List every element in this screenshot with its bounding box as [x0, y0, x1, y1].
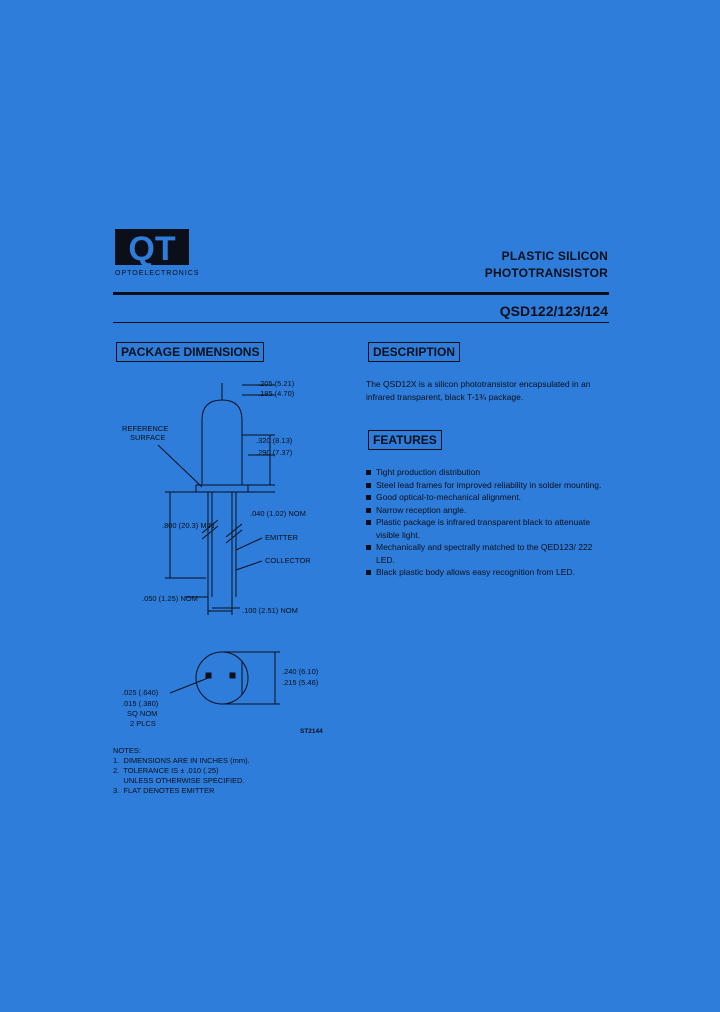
feature-item: Steel lead frames for improved reliabili… [366, 479, 606, 492]
description-heading: DESCRIPTION [368, 342, 461, 362]
feature-item: Good optical-to-mechanical alignment. [366, 491, 606, 504]
dim-185: .185 (4.70) [258, 389, 295, 398]
drawing-ref-code: ST2144 [300, 728, 323, 735]
dim-320: .320 (8.13) [256, 436, 293, 445]
part-rule [113, 322, 609, 323]
note-item: UNLESS OTHERWISE SPECIFIED. [113, 776, 245, 785]
emitter-label: EMITTER [265, 533, 298, 542]
feature-item: Black plastic body allows easy recogniti… [366, 566, 606, 579]
feature-item: Tight production distribution [366, 466, 606, 479]
dim-800: .800 (20.3) MIN [162, 521, 214, 530]
reference-surface-label-2: SURFACE [130, 433, 165, 442]
title-line2: PHOTOTRANSISTOR [484, 266, 608, 280]
notes-block: NOTES: 1. DIMENSIONS ARE IN INCHES (mm).… [113, 746, 250, 796]
led-flange [195, 484, 249, 493]
bottom-view-outline [195, 651, 249, 705]
package-drawing: .205 (5.21) .185 (4.70) .320 (8.13) .290… [122, 379, 323, 735]
dim-100: .100 (2.51) NOM [242, 606, 298, 615]
note-item: 1. DIMENSIONS ARE IN INCHES (mm). [113, 756, 250, 765]
notes-heading: NOTES: [113, 746, 141, 755]
feature-item: Plastic package is infrared transparent … [366, 516, 606, 541]
header-rule [113, 292, 609, 295]
reference-surface-label-1: REFERENCE [122, 424, 168, 433]
dim-240: .240 (6.10) [282, 667, 319, 676]
dim-015: .015 (.380) [122, 699, 159, 708]
dim-050: .050 (1.25) NOM [142, 594, 198, 603]
logo-subtitle: OPTOELECTRONICS [115, 270, 200, 277]
logo-letters: QT [128, 230, 175, 268]
note-item: 2. TOLERANCE IS ± .010 (.25) [113, 766, 219, 775]
features-list: Tight production distribution Steel lead… [366, 466, 606, 579]
dim-205: .205 (5.21) [258, 379, 295, 388]
features-heading: FEATURES [368, 430, 442, 450]
feature-item: Narrow reception angle. [366, 504, 606, 517]
package-dimensions-heading: PACKAGE DIMENSIONS [116, 342, 265, 362]
sq-nom-label: SQ NOM [127, 709, 157, 718]
dim-040: .040 (1.02) NOM [250, 509, 306, 518]
two-plcs-label: 2 PLCS [130, 719, 156, 728]
dim-215: .215 (5.46) [282, 678, 319, 687]
dim-290: .290 (7.37) [256, 448, 293, 457]
collector-label: COLLECTOR [265, 556, 311, 565]
dim-025: .025 (.640) [122, 688, 159, 697]
description-text: The QSD12X is a silicon phototransistor … [366, 379, 591, 402]
title-line1: PLASTIC SILICON [501, 249, 608, 263]
qt-logo: QT [115, 229, 189, 268]
part-number: QSD122/123/124 [499, 303, 608, 319]
note-item: 3. FLAT DENOTES EMITTER [113, 786, 215, 795]
led-body-outline [201, 399, 243, 485]
feature-item: Mechanically and spectrally matched to t… [366, 541, 606, 566]
